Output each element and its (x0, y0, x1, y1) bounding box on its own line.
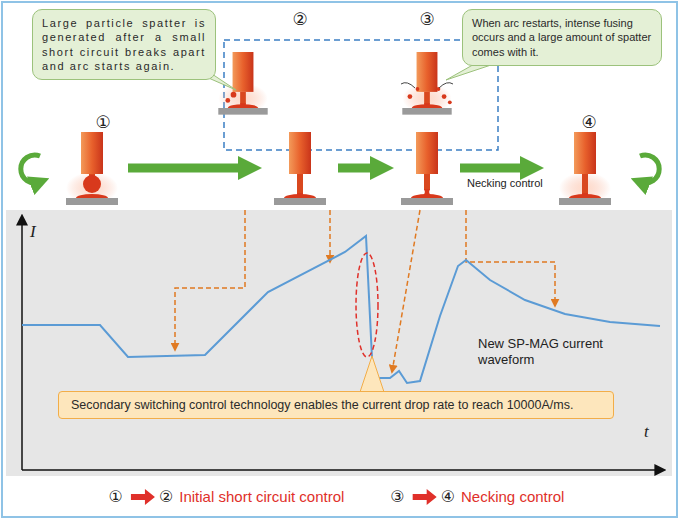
welding-torch (559, 132, 611, 205)
callout-text: When arc restarts, intense fusing occurs… (472, 16, 652, 59)
welding-torch (401, 132, 453, 205)
callout-bubble: When arc restarts, intense fusing occurs… (462, 9, 662, 66)
welding-torch (274, 132, 326, 205)
callout-number: ① (95, 112, 110, 132)
callout-tails (172, 62, 500, 392)
axis-label: I (30, 222, 36, 242)
callout-bubble: Large particle spatter is generated afte… (32, 9, 216, 80)
welding-torch (66, 132, 118, 205)
callout-number: ④ (581, 112, 596, 132)
process-arrows (21, 155, 659, 183)
legend-text: Necking control (461, 488, 564, 506)
chart-area (6, 210, 672, 476)
callout-number: ② (292, 9, 307, 29)
drop-highlight (356, 253, 378, 357)
process-label: Necking control (467, 177, 543, 190)
series-label: New SP-MAG current waveform (478, 336, 608, 367)
legend-text: Initial short circuit control (179, 488, 344, 506)
axis-label: t (644, 422, 649, 442)
current-waveform (22, 236, 660, 383)
callout-number: ④ (441, 487, 455, 506)
callout-text: Secondary switching control technology e… (71, 397, 601, 413)
callout-number: ① (109, 487, 123, 506)
callout-number: ③ (419, 9, 434, 29)
axes (22, 216, 664, 470)
callout-text: Large particle spatter is generated afte… (42, 16, 206, 73)
callout-number: ② (159, 487, 173, 506)
callout-number: ③ (390, 487, 404, 506)
welding-torch (402, 52, 451, 115)
note-box: Secondary switching control technology e… (58, 391, 614, 419)
